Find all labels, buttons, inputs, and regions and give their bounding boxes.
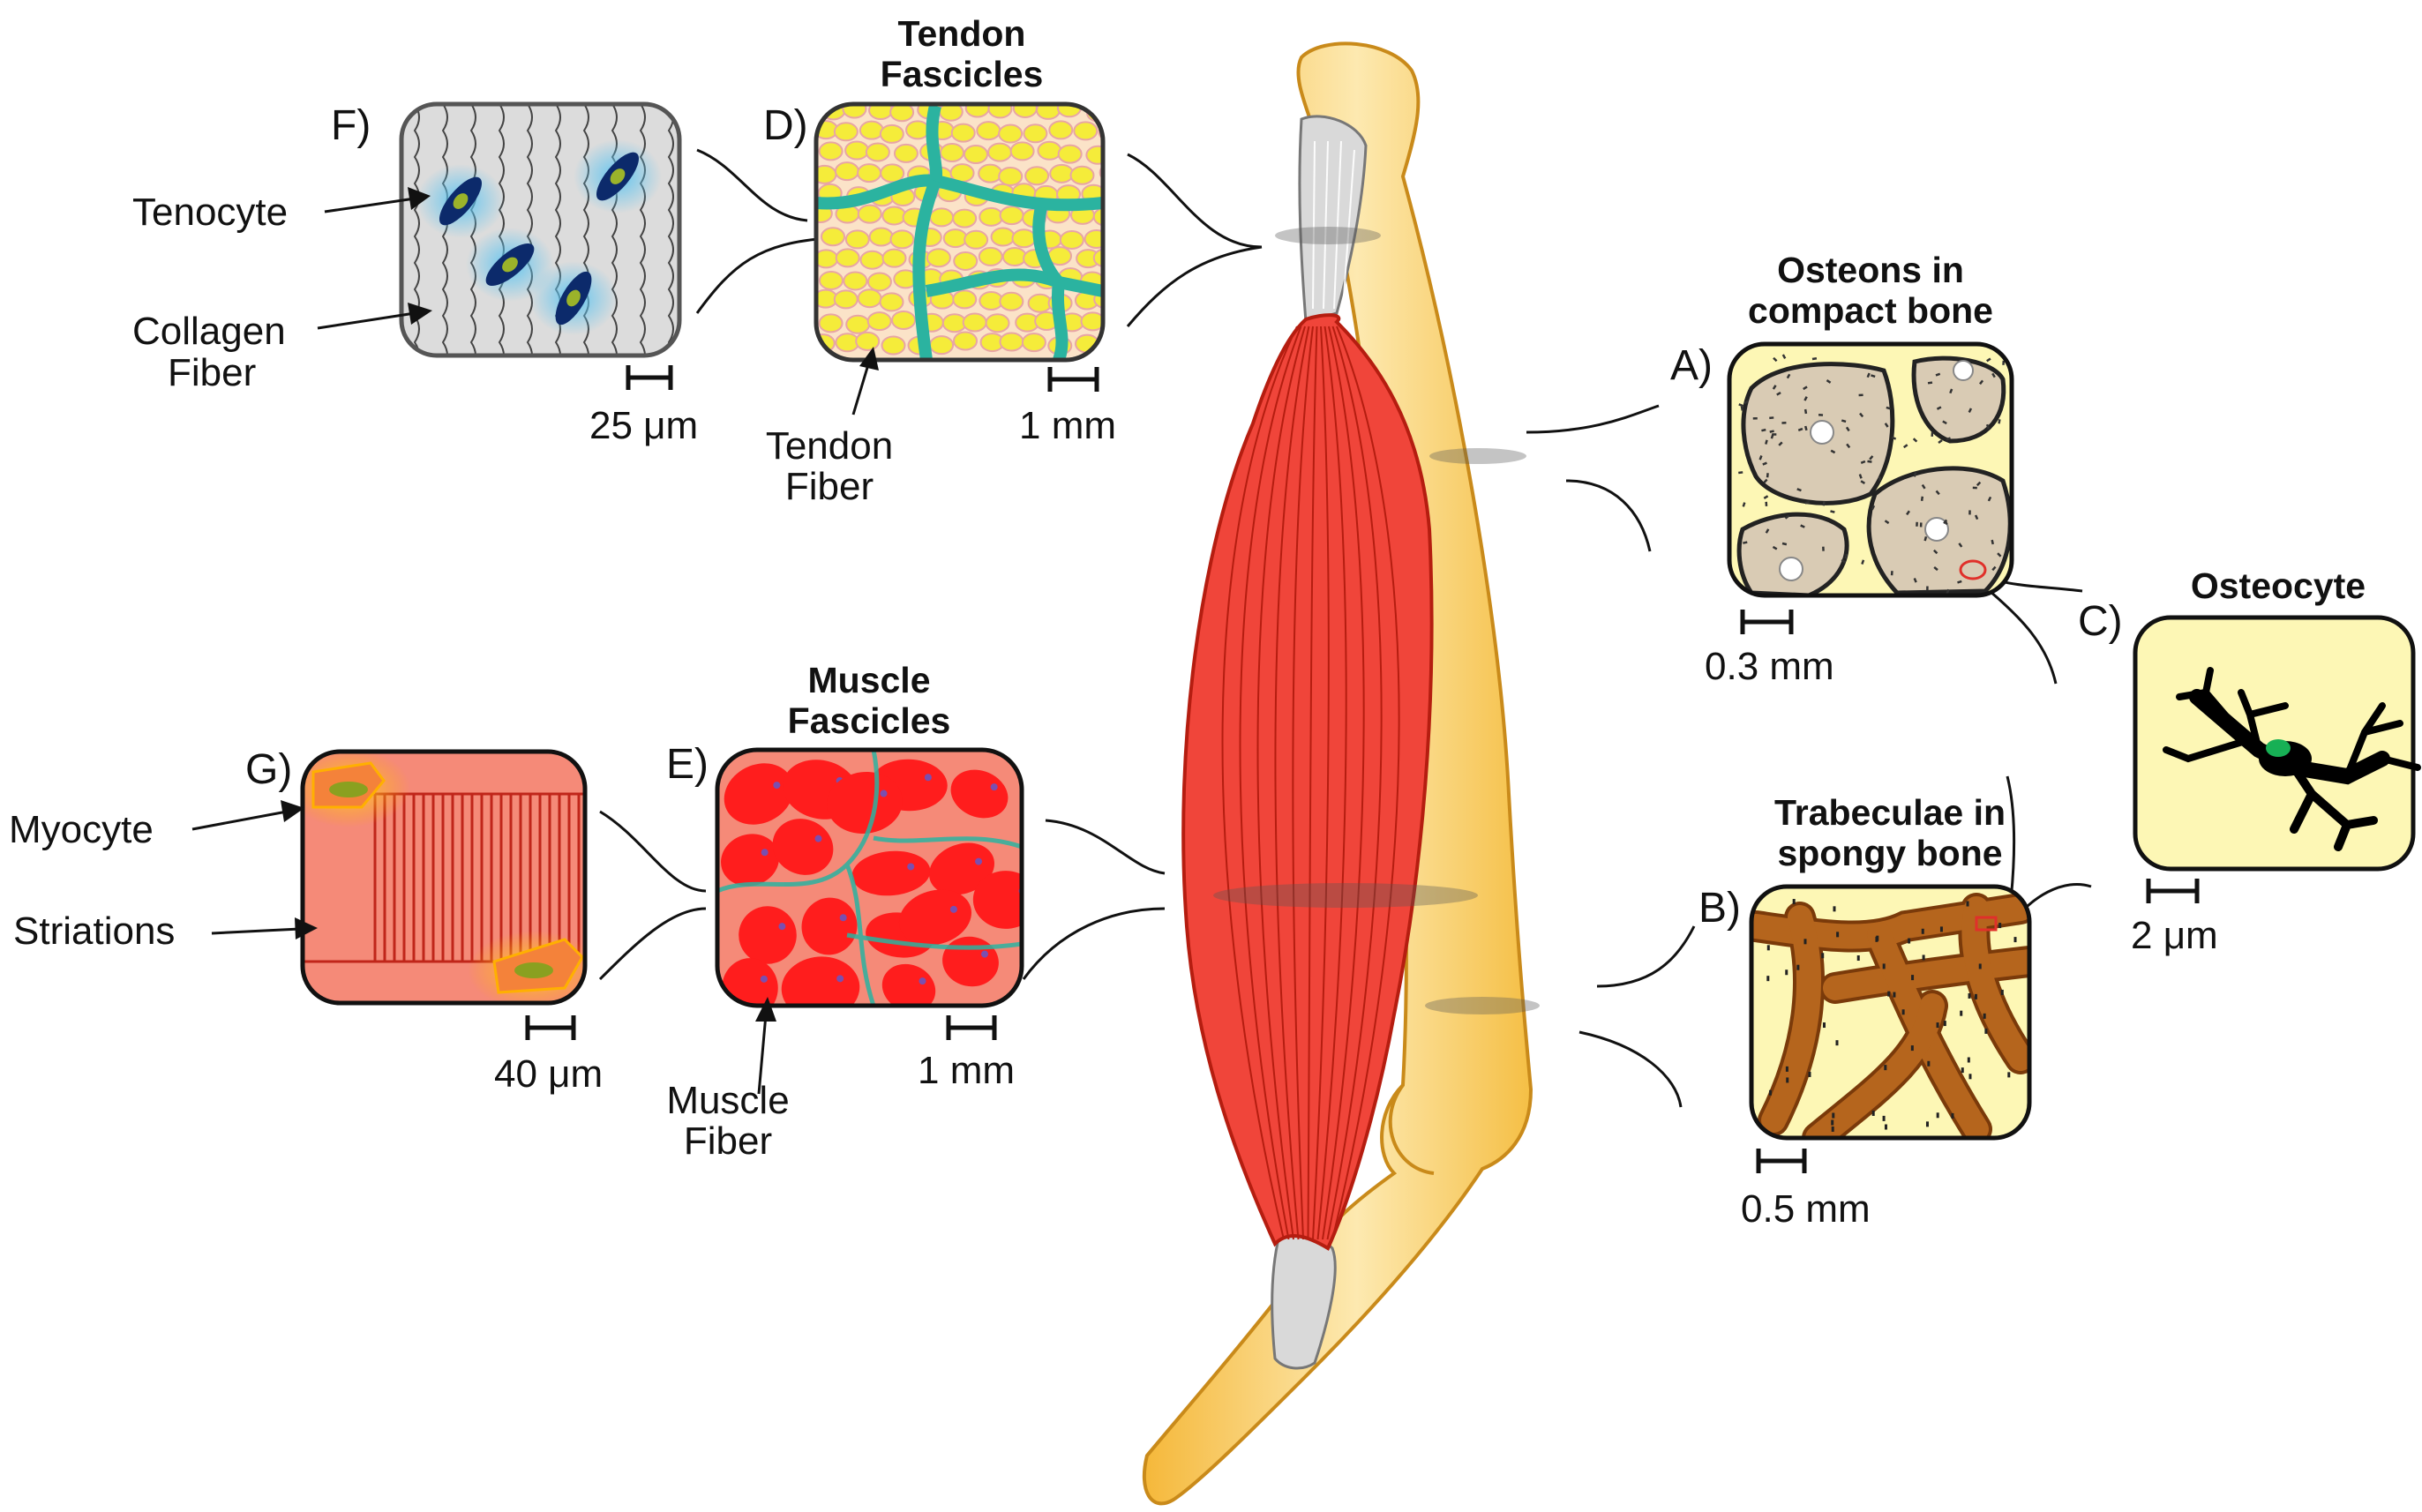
panel-d: D) Tendon Fascicles Tendon Fiber 1 mm [763,13,1116,508]
panel-c-title: Osteocyte [2191,565,2366,606]
panel-f-letter: F) [331,102,371,149]
osteocyte-nucleus [2266,739,2291,757]
panel-b-title-line1: Trabeculae in [1774,792,2006,833]
compact-bone-cross-section [1429,448,1526,464]
panel-d-title-line1: Tendon [898,13,1026,54]
panel-e-title-line2: Fascicles [788,700,951,741]
connector-lines [598,148,2092,1108]
panel-d-title-line2: Fascicles [881,54,1044,94]
scale-label-d: 1 mm [1019,404,1116,447]
panel-e-letter: E) [666,741,709,788]
muscle-belly [1181,313,1434,1251]
scale-label-f: 25 μm [589,404,698,447]
scale-label-b: 0.5 mm [1741,1187,1871,1231]
panel-b-letter: B) [1698,885,1741,932]
panel-a-title-line2: compact bone [1748,290,1993,331]
panel-e: E) Muscle Fascicles Muscle Fiber 1 mm [666,660,1024,1163]
panel-e-title-line1: Muscle [808,660,931,700]
striations-label: Striations [13,909,175,953]
tendon-cross-section [1275,227,1381,244]
scale-label-a: 0.3 mm [1705,645,1834,688]
muscle-fiber-label-line1: Muscle [666,1079,789,1122]
upper-tendon [1298,115,1368,324]
scale-bar-b [1756,1149,1807,1173]
scale-label-c: 2 μm [2131,914,2218,957]
scale-bar-g [525,1015,576,1040]
myocyte-label: Myocyte [9,808,154,851]
cross-sections [1213,227,1540,1014]
scale-bar-f [626,365,673,390]
spongy-bone-cross-section [1425,997,1540,1014]
panel-a: A) Osteons in compact bone 0.3 mm [1670,250,2014,688]
scale-label-e: 1 mm [918,1049,1015,1092]
panel-a-letter: A) [1670,342,1713,389]
scale-bar-a [1740,610,1794,634]
muscle-outline [1181,313,1434,1251]
scale-bar-d [1047,367,1099,392]
panel-a-title-line1: Osteons in [1777,250,1964,290]
scale-bar-e [946,1015,997,1040]
panel-c-letter: C) [2078,598,2123,645]
collagen-label-line2: Fiber [168,351,256,394]
tenocyte-label: Tenocyte [132,191,288,234]
scale-bar-c [2146,879,2200,903]
bone-joint-line [1388,1083,1435,1175]
tendon-fiber-label-line2: Fiber [785,465,874,508]
collagen-label-line1: Collagen [132,310,286,353]
panel-g: G) Myocyte Striations 40 μm [9,746,603,1096]
panel-d-letter: D) [763,102,808,149]
muscle-cross-section [1213,883,1478,908]
scale-label-g: 40 μm [494,1052,603,1096]
muscle-fiber-label-line2: Fiber [684,1119,772,1163]
tendon-fiber-label-line1: Tendon [766,424,893,468]
panel-b-title-line2: spongy bone [1777,833,2002,873]
panel-f: F) Tenocyte Collagen Fiber 25 μm [132,101,698,447]
panel-b: B) Trabeculae in spongy bone 0.5 mm [1698,792,2032,1231]
panel-g-letter: G) [245,746,292,793]
panel-c: C) Osteocyte 2 μm [2078,565,2421,957]
